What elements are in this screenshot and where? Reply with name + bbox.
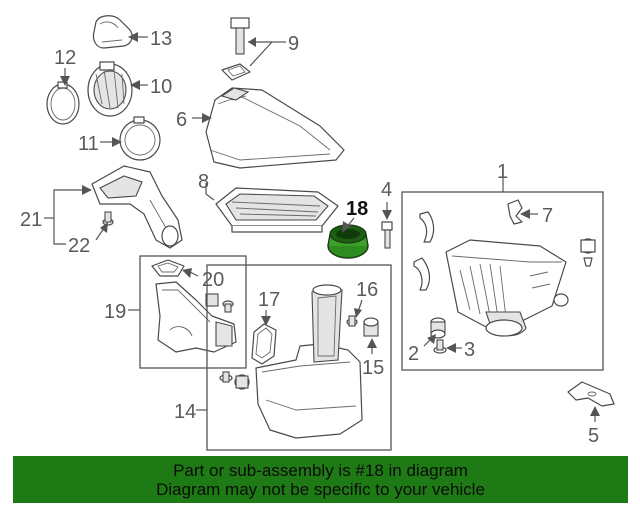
callout-13: 13	[150, 28, 172, 50]
part-13-duct-elbow[interactable]	[92, 15, 133, 49]
callout-5: 5	[588, 425, 599, 447]
part-6-air-cleaner-cover[interactable]	[205, 87, 345, 169]
callout-4: 4	[381, 179, 392, 201]
callout-14: 14	[174, 401, 196, 423]
callout-8: 8	[198, 171, 209, 193]
callout-22: 22	[68, 235, 90, 257]
part-22-screw[interactable]	[102, 211, 114, 226]
callout-7: 7	[542, 205, 553, 227]
banner-line-2: Diagram may not be specific to your vehi…	[156, 479, 485, 499]
part-14-lower-housing[interactable]	[255, 284, 363, 439]
callout-3: 3	[464, 339, 475, 361]
part-10-airflow-tube[interactable]	[87, 61, 133, 117]
part-2-grommet[interactable]	[430, 317, 446, 339]
part-11-clamp[interactable]	[119, 116, 161, 161]
callout-10: 10	[150, 76, 172, 98]
callout-17: 17	[258, 289, 280, 311]
callout-12: 12	[54, 47, 76, 69]
callout-11: 11	[78, 133, 99, 155]
banner-line-1: Part or sub-assembly is #18 in diagram	[173, 460, 468, 480]
callout-20: 20	[202, 269, 224, 291]
part-16-screw[interactable]	[346, 315, 358, 327]
part-3-screw[interactable]	[433, 339, 447, 354]
group-box-19	[139, 255, 247, 369]
part-20-gasket[interactable]	[151, 259, 185, 277]
callout-1: 1	[497, 161, 508, 183]
callout-16: 16	[356, 279, 378, 301]
part-7-bracket[interactable]	[507, 199, 523, 225]
part-5-bracket[interactable]	[567, 381, 615, 407]
callout-2: 2	[408, 343, 419, 365]
part-14-fasteners[interactable]	[219, 371, 250, 390]
part-18-seal[interactable]	[327, 224, 369, 259]
callout-9: 9	[288, 33, 299, 55]
part-12-clamp[interactable]	[46, 81, 80, 125]
part-17-seal-ring[interactable]	[251, 323, 277, 365]
part-19-intake-duct[interactable]	[155, 281, 237, 353]
callout-19: 19	[104, 301, 126, 323]
group-box-14	[206, 264, 392, 451]
part-21-resonator[interactable]	[91, 165, 183, 249]
part-8-air-filter[interactable]	[215, 187, 339, 233]
part-notice-banner: Part or sub-assembly is #18 in diagram D…	[13, 456, 628, 503]
part-1-air-cleaner-case[interactable]	[445, 239, 567, 337]
callout-15: 15	[362, 357, 384, 379]
part-19-fasteners[interactable]	[205, 293, 234, 313]
callout-18: 18	[346, 198, 368, 220]
part-9-sensor[interactable]	[221, 17, 251, 81]
callout-6: 6	[176, 109, 187, 131]
part-4-bolt[interactable]	[381, 221, 393, 249]
callout-21: 21	[20, 209, 42, 231]
part-1-clips[interactable]	[413, 211, 596, 307]
part-15-grommet[interactable]	[363, 317, 379, 337]
